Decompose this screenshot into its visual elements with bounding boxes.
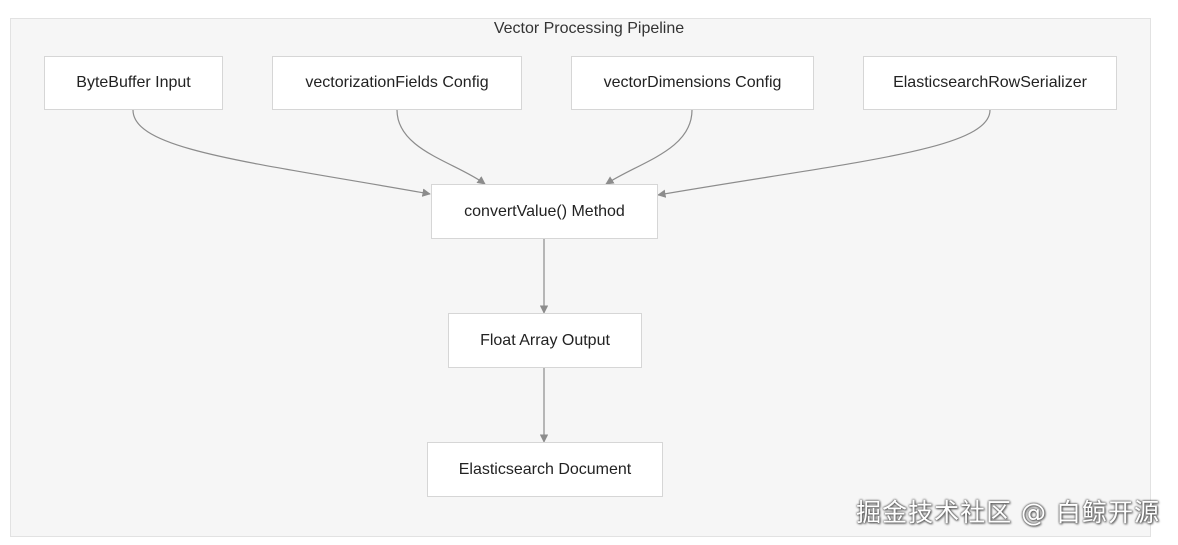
node-bytebuffer-input: ByteBuffer Input bbox=[44, 56, 223, 110]
watermark-text: 掘金技术社区 @ 白鲸开源 bbox=[856, 498, 1160, 527]
node-label: vectorDimensions Config bbox=[603, 74, 782, 91]
node-elasticsearch-document: Elasticsearch Document bbox=[427, 442, 663, 497]
node-label: convertValue() Method bbox=[464, 202, 625, 220]
edge-vectorization-to-convert bbox=[396, 109, 486, 185]
node-label: ByteBuffer Input bbox=[76, 74, 191, 91]
node-row-serializer: ElasticsearchRowSerializer bbox=[863, 56, 1117, 110]
edge-dimensions-to-convert bbox=[605, 109, 693, 185]
node-vector-dimensions-config: vectorDimensions Config bbox=[571, 56, 814, 110]
node-label: Float Array Output bbox=[480, 331, 610, 349]
node-convert-value-method: convertValue() Method bbox=[431, 184, 658, 239]
node-vectorization-fields-config: vectorizationFields Config bbox=[272, 56, 522, 110]
edge-serializer-to-convert bbox=[657, 109, 991, 198]
node-float-array-output: Float Array Output bbox=[448, 313, 642, 368]
node-label: ElasticsearchRowSerializer bbox=[893, 74, 1087, 91]
node-label: vectorizationFields Config bbox=[305, 74, 489, 91]
edge-bytebuffer-to-convert bbox=[132, 109, 431, 197]
cluster-title: Vector Processing Pipeline bbox=[493, 20, 685, 37]
node-label: Elasticsearch Document bbox=[458, 460, 632, 478]
